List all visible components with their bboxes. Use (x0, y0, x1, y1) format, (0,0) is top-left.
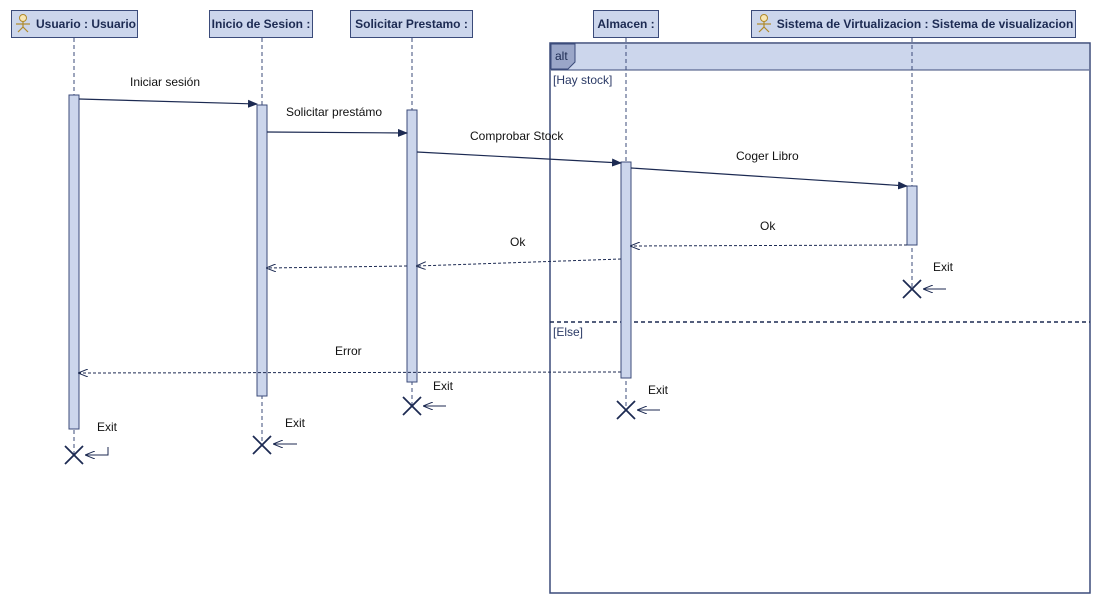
destroy-marker-solicitar[interactable]: Exit (402, 379, 454, 416)
lifeline-label-almacen: Almacen : (597, 17, 655, 31)
message-coger-libro[interactable] (630, 167, 908, 190)
activation-solicitar[interactable] (406, 109, 418, 383)
message-ok-almacen-a[interactable] (417, 258, 622, 266)
message-solicitar-prestamo[interactable] (266, 128, 408, 137)
alt-fragment: alt [Hay stock] [Else] (549, 42, 1091, 594)
fragment-operator: alt (555, 49, 568, 63)
activation-inicio[interactable] (256, 104, 268, 397)
lifeline-label-solicitar: Solicitar Prestamo : (355, 17, 468, 31)
lifeline-head-solicitar[interactable]: Solicitar Prestamo : (350, 10, 473, 38)
destroy-x-icon (252, 435, 272, 455)
exit-label-solicitar: Exit (433, 379, 454, 393)
guard-hay-stock: [Hay stock] (553, 73, 612, 87)
message-label-ok-almacen: Ok (510, 235, 526, 249)
activations (68, 94, 918, 430)
actor-icon (13, 13, 33, 36)
lifeline-head-sistema[interactable]: Sistema de Virtualizacion : Sistema de v… (751, 10, 1076, 38)
guard-else: [Else] (553, 325, 583, 339)
message-label-comprobar-stock: Comprobar Stock (470, 129, 564, 143)
exit-label-almacen: Exit (648, 383, 669, 397)
lifeline-head-almacen[interactable]: Almacen : (593, 10, 659, 38)
activation-almacen[interactable] (620, 161, 632, 379)
destroy-x-icon (402, 396, 422, 416)
lifelines (73, 38, 913, 455)
destroy-x-icon (64, 445, 84, 465)
message-ok-sistema[interactable] (631, 245, 908, 246)
lifeline-label-usuario: Usuario : Usuario (35, 17, 137, 31)
message-comprobar-stock[interactable] (416, 151, 622, 167)
message-error[interactable] (79, 372, 622, 373)
destructions: Exit Exit Exit Exit Exit (64, 260, 954, 465)
activation-usuario[interactable] (68, 94, 80, 430)
destroy-marker-inicio[interactable]: Exit (252, 416, 306, 455)
self-message-arrow (86, 447, 109, 455)
destroy-marker-usuario[interactable]: Exit (64, 420, 118, 465)
fragment-operator-tab (550, 43, 576, 70)
lifeline-label-inicio: Inicio de Sesion : (211, 17, 311, 31)
destroy-x-icon (616, 400, 636, 420)
activation-sistema[interactable] (906, 185, 918, 246)
message-label-error: Error (335, 344, 362, 358)
exit-label-sistema: Exit (933, 260, 954, 274)
exit-label-inicio: Exit (285, 416, 306, 430)
message-iniciar-sesion[interactable] (78, 98, 258, 108)
message-label-solicitar-prestamo: Solicitar prestámo (286, 105, 382, 119)
destroy-x-icon (902, 279, 922, 299)
fragment-frame (549, 42, 1091, 594)
lifeline-head-inicio[interactable]: Inicio de Sesion : (209, 10, 313, 38)
fragment-header (551, 44, 1089, 70)
message-label-iniciar-sesion: Iniciar sesión (130, 75, 200, 89)
messages: Iniciar sesión Solicitar prestámo Compro… (78, 75, 908, 373)
lifeline-head-usuario[interactable]: Usuario : Usuario (11, 10, 138, 38)
exit-label-usuario: Exit (97, 420, 118, 434)
destroy-marker-almacen[interactable]: Exit (616, 383, 669, 420)
message-label-ok-sistema: Ok (760, 219, 776, 233)
actor-icon (754, 13, 774, 36)
lifeline-label-sistema: Sistema de Virtualizacion : Sistema de v… (776, 17, 1074, 31)
message-label-coger-libro: Coger Libro (736, 149, 799, 163)
destroy-marker-sistema[interactable]: Exit (902, 260, 954, 299)
message-ok-almacen-b[interactable] (267, 266, 408, 268)
